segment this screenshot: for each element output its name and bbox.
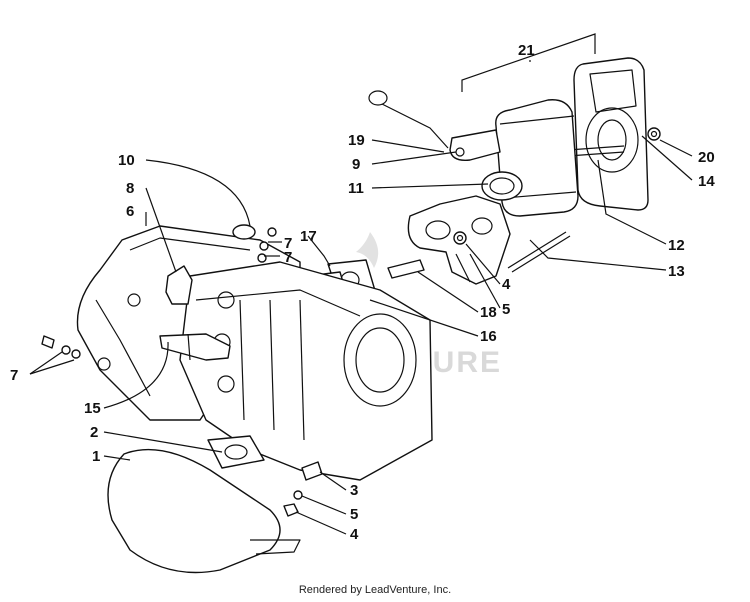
spark-plug-15 bbox=[159, 333, 231, 361]
nut-4 bbox=[283, 503, 299, 517]
callout-8: 8 bbox=[126, 180, 134, 197]
nut-20 bbox=[647, 127, 661, 141]
callout-9: 9 bbox=[352, 156, 360, 173]
elbow-fitting-8 bbox=[165, 265, 193, 305]
washer-5 bbox=[293, 490, 303, 500]
air-cleaner-backplate bbox=[573, 57, 649, 211]
lever-9 bbox=[449, 129, 501, 161]
leader-lines bbox=[29, 135, 693, 535]
engine-block bbox=[179, 261, 433, 481]
callout-20: 20 bbox=[698, 149, 715, 166]
callout-15: 15 bbox=[84, 400, 101, 417]
callout-6: 6 bbox=[126, 203, 134, 220]
footer-credit: Rendered by LeadVenture, Inc. bbox=[298, 584, 452, 596]
gasket-2 bbox=[207, 435, 265, 469]
muffler-1 bbox=[107, 448, 301, 574]
carb-throat-11 bbox=[481, 171, 523, 201]
plug-10 bbox=[232, 224, 256, 240]
callout-4-lower: 4 bbox=[350, 526, 359, 543]
callout-16: 16 bbox=[480, 328, 497, 345]
bracket-21 bbox=[461, 33, 596, 92]
callout-11: 11 bbox=[348, 180, 364, 197]
callout-18: 18 bbox=[480, 304, 497, 321]
callout-3: 3 bbox=[350, 482, 358, 499]
callout-13: 13 bbox=[668, 263, 685, 280]
carb-nut bbox=[453, 231, 467, 245]
callout-12: 12 bbox=[668, 237, 685, 254]
callout-10: 10 bbox=[118, 152, 135, 169]
callout-4-upper: 4 bbox=[502, 276, 511, 293]
callout-21: 21 bbox=[518, 42, 535, 59]
wire-rod-19 bbox=[368, 90, 449, 149]
callout-14: 14 bbox=[698, 173, 715, 190]
stud-13 bbox=[507, 231, 571, 273]
callout-7-top-a: 7 bbox=[284, 235, 292, 252]
bolts-7-top bbox=[257, 227, 277, 263]
callout-5-lower: 5 bbox=[350, 506, 358, 523]
callout-5-upper: 5 bbox=[502, 301, 510, 318]
callout-7-left: 7 bbox=[10, 367, 18, 384]
bolts-7-left bbox=[41, 335, 81, 359]
callout-19: 19 bbox=[348, 132, 365, 149]
callout-2: 2 bbox=[90, 424, 98, 441]
stud-18 bbox=[387, 259, 425, 279]
callout-1: 1 bbox=[92, 448, 100, 465]
callout-7-top-b: 7 bbox=[284, 249, 292, 266]
stud-12 bbox=[567, 145, 625, 157]
callout-17: 17 bbox=[300, 228, 317, 245]
